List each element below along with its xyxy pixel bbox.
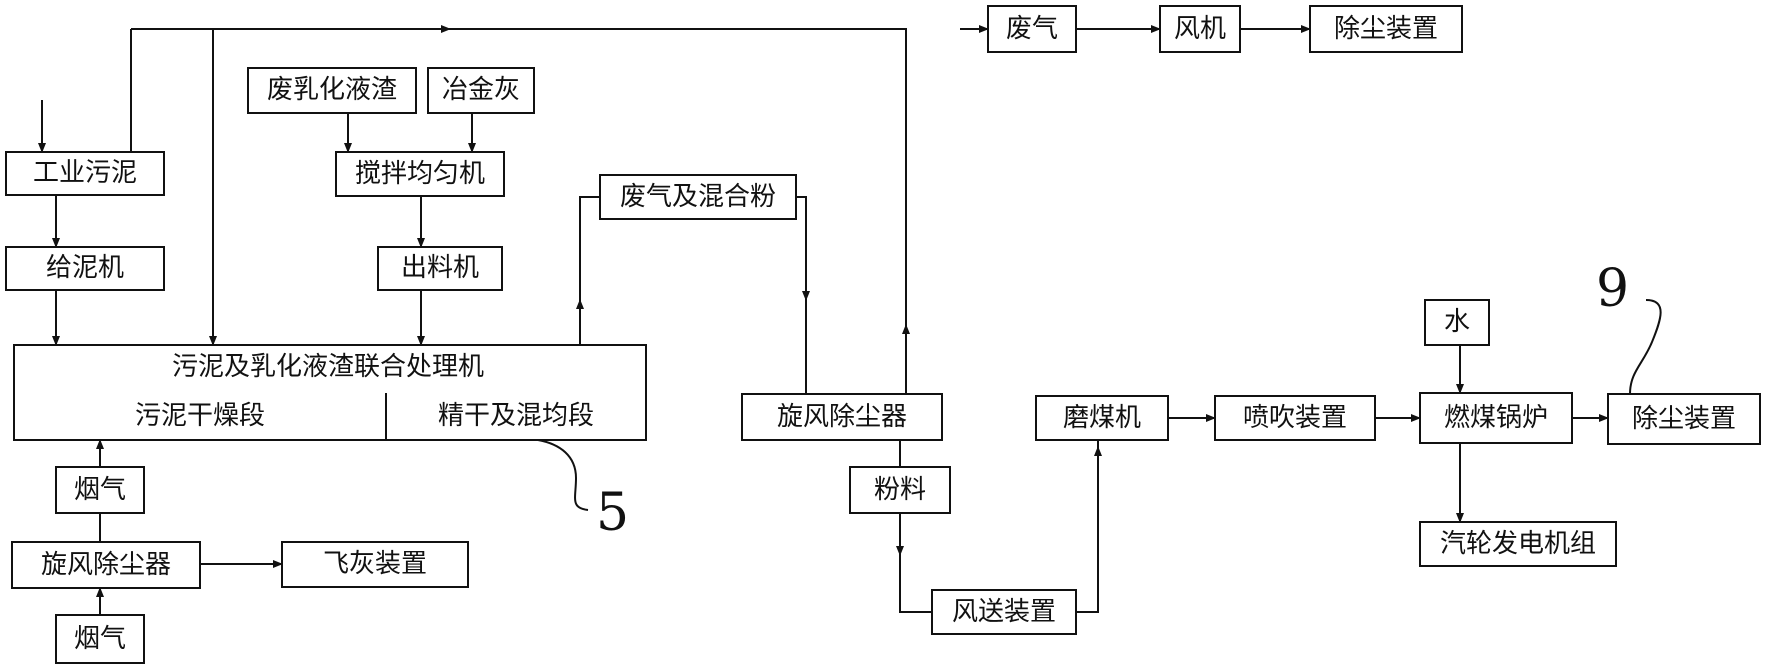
node-dust-removal-top: 除尘装置: [1309, 5, 1463, 53]
node-metallurgical-ash: 冶金灰: [427, 67, 535, 114]
node-fan: 风机: [1159, 5, 1241, 53]
svg-text:烟气: 烟气: [74, 624, 126, 654]
node-mixer: 搅拌均匀机: [335, 151, 505, 197]
node-cyclone-dust-collector-mid: 旋风除尘器: [741, 393, 943, 441]
node-water: 水: [1424, 299, 1490, 346]
svg-text:废乳化液渣: 废乳化液渣: [267, 75, 397, 105]
svg-text:搅拌均匀机: 搅拌均匀机: [355, 159, 485, 189]
node-sludge-feeder: 给泥机: [5, 246, 165, 291]
svg-text:喷吹装置: 喷吹装置: [1243, 403, 1347, 433]
node-exhaust-gas-top: 废气: [987, 5, 1077, 53]
node-flue-gas-top: 烟气: [55, 466, 145, 514]
svg-text:粉料: 粉料: [874, 475, 926, 505]
node-main-processor: 污泥及乳化液渣联合处理机 污泥干燥段 精干及混均段: [13, 344, 647, 441]
node-injection-device: 喷吹装置: [1214, 395, 1376, 441]
powder-to-airtransport: [899, 513, 932, 613]
callout-5-leader: [537, 439, 589, 511]
svg-text:工业污泥: 工业污泥: [33, 158, 137, 188]
svg-text:汽轮发电机组: 汽轮发电机组: [1440, 529, 1596, 559]
svg-text:旋风除尘器: 旋风除尘器: [41, 550, 171, 580]
node-discharger: 出料机: [377, 246, 503, 291]
svg-text:除尘装置: 除尘装置: [1632, 404, 1736, 434]
callout-5: 5: [596, 483, 629, 543]
svg-text:废气及混合粉: 废气及混合粉: [620, 182, 776, 212]
node-coal-mill: 磨煤机: [1035, 395, 1169, 441]
svg-text:飞灰装置: 飞灰装置: [323, 549, 427, 579]
node-coal-boiler: 燃煤锅炉: [1419, 392, 1573, 444]
node-powder: 粉料: [849, 466, 951, 514]
main-processor-title: 污泥及乳化液渣联合处理机: [172, 352, 484, 382]
node-flue-gas-bottom: 烟气: [55, 614, 145, 664]
callout-9-leader: [1629, 299, 1662, 395]
callout-9: 9: [1596, 259, 1629, 319]
svg-text:冶金灰: 冶金灰: [442, 75, 520, 105]
svg-text:风机: 风机: [1174, 14, 1226, 44]
node-turbine-generator: 汽轮发电机组: [1419, 521, 1617, 567]
node-cyclone-dust-collector-left: 旋风除尘器: [11, 541, 201, 589]
node-dust-removal-right: 除尘装置: [1607, 393, 1761, 445]
svg-text:烟气: 烟气: [74, 475, 126, 505]
main-processor-refining-section: 精干及混均段: [438, 401, 594, 431]
svg-text:风送装置: 风送装置: [952, 597, 1056, 627]
node-exhaust-mixed-powder: 废气及混合粉: [599, 174, 797, 220]
connectors: [38, 25, 1662, 615]
svg-text:旋风除尘器: 旋风除尘器: [777, 402, 907, 432]
svg-text:燃煤锅炉: 燃煤锅炉: [1444, 403, 1548, 433]
node-waste-emulsion-residue: 废乳化液渣: [247, 67, 417, 114]
main-processor-drying-section: 污泥干燥段: [135, 401, 265, 431]
node-fly-ash-device: 飞灰装置: [281, 541, 469, 588]
svg-text:水: 水: [1444, 307, 1470, 337]
node-industrial-sludge: 工业污泥: [5, 151, 165, 196]
svg-text:除尘装置: 除尘装置: [1334, 14, 1438, 44]
svg-text:废气: 废气: [1006, 14, 1058, 44]
airtransport-to-mill: [1076, 440, 1099, 613]
node-air-transport: 风送装置: [931, 589, 1077, 635]
svg-text:出料机: 出料机: [401, 253, 479, 283]
svg-text:给泥机: 给泥机: [46, 253, 124, 283]
svg-text:磨煤机: 磨煤机: [1063, 403, 1141, 433]
exhaust-mix-to-cyclone: [796, 196, 807, 394]
main-to-exhaust-mix: [579, 196, 600, 345]
